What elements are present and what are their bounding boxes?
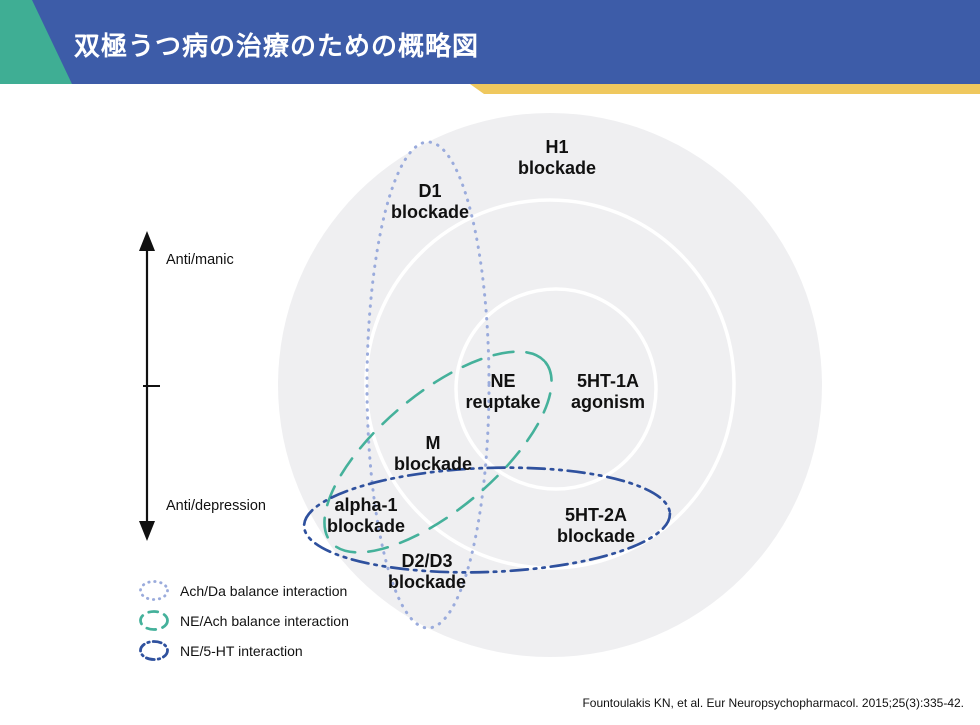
dash-dot-ellipse-icon	[139, 640, 169, 661]
label-m-blockade: M blockade	[393, 433, 473, 474]
legend-label: NE/5-HT interaction	[180, 642, 303, 659]
ach-da-ellipse	[365, 140, 491, 630]
dotted-ellipse-icon	[139, 580, 169, 601]
citation: Fountoulakis KN, et al. Eur Neuropsychop…	[582, 696, 964, 710]
label-alpha1-blockade: alpha-1 blockade	[326, 495, 406, 536]
label-5ht1a-agonism: 5HT-1A agonism	[570, 371, 646, 412]
legend-item-ne-ach: NE/Ach balance interaction	[138, 609, 349, 632]
ne-ach-ellipse	[323, 350, 553, 554]
yellow-accent-strip	[470, 84, 980, 94]
label-h1-blockade: H1 blockade	[517, 137, 597, 178]
middle-ring	[364, 198, 736, 570]
label-d2d3-blockade: D2/D3 blockade	[387, 551, 467, 592]
legend-label: NE/Ach balance interaction	[180, 612, 349, 629]
label-5ht2a-blockade: 5HT-2A blockade	[556, 505, 636, 546]
axis-up-arrow-icon	[139, 231, 155, 251]
outer-circle	[278, 113, 822, 657]
axis-down-arrow-icon	[139, 521, 155, 541]
axis-label-anti-manic: Anti/manic	[166, 252, 234, 268]
label-ne-reuptake: NE reuptake	[465, 371, 541, 412]
dashed-ellipse-icon	[139, 610, 169, 631]
slide-title: 双極うつ病の治療のための概略図	[74, 31, 480, 61]
legend-item-ach-da: Ach/Da balance interaction	[138, 579, 349, 602]
axis-label-anti-depression: Anti/depression	[166, 498, 266, 514]
legend: Ach/Da balance interaction NE/Ach balanc…	[138, 579, 349, 662]
ne-5ht-ellipse	[302, 466, 672, 574]
legend-item-ne-5ht: NE/5-HT interaction	[138, 639, 349, 662]
label-d1-blockade: D1 blockade	[390, 181, 470, 222]
inner-ring	[454, 287, 658, 491]
legend-label: Ach/Da balance interaction	[180, 582, 348, 599]
header-banner	[0, 0, 980, 84]
